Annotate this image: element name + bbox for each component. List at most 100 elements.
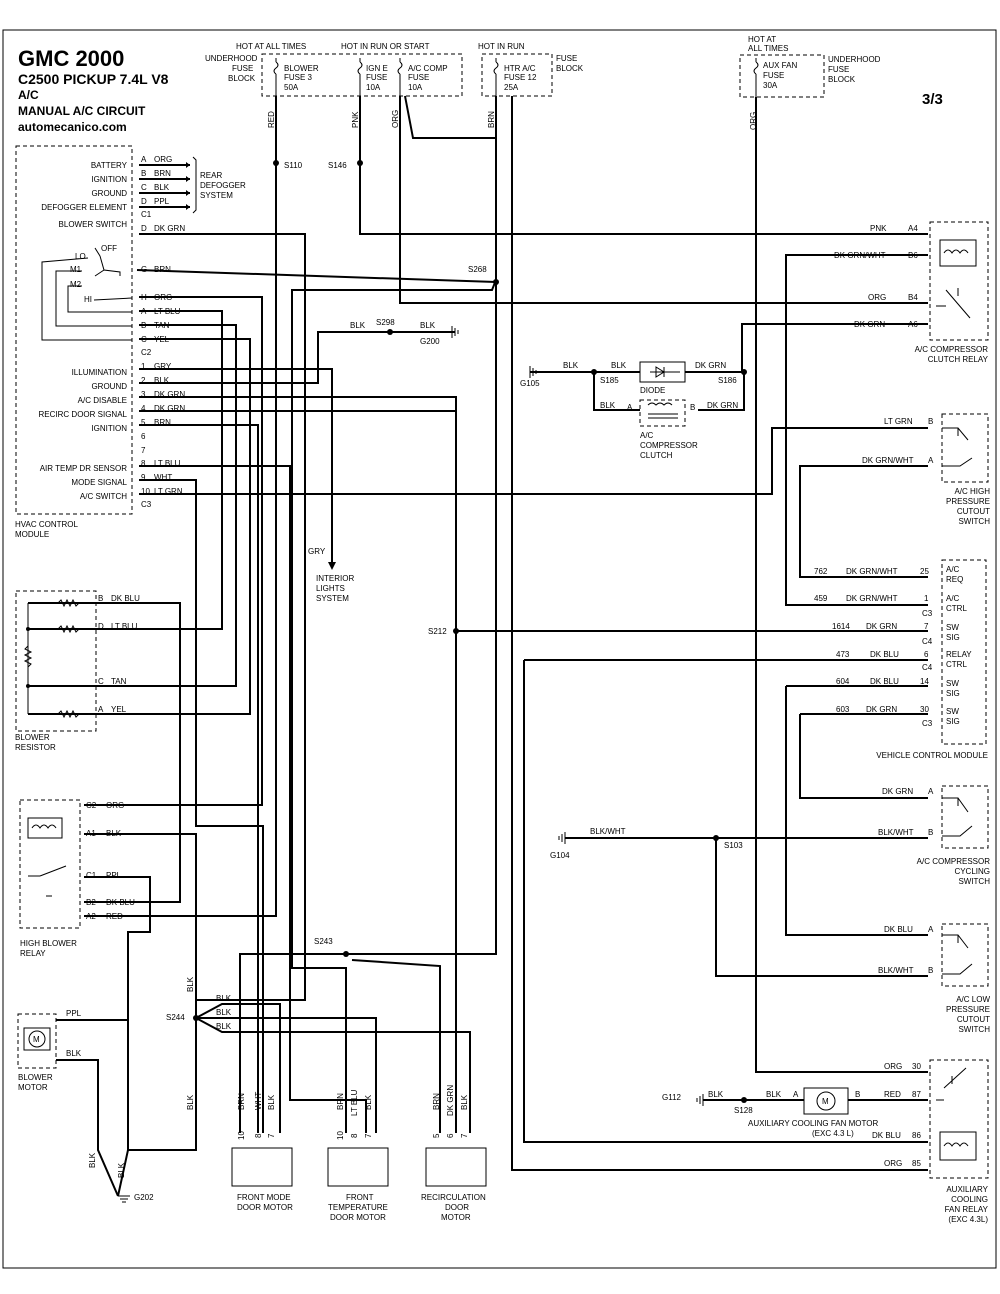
switch-lo: LO [75,252,86,261]
c3-pin-6: 6 [141,432,146,441]
s268-label: S268 [468,265,487,274]
fan-relay-pin-86: 86 [912,1131,921,1140]
diode-label: DIODE [640,386,665,395]
s185-wire-blk: BLK [611,361,627,370]
ground-symbols [118,326,704,1203]
circuit-name: MANUAL A/C CIRCUIT [18,104,146,118]
hbr-pin-c1: C1 [86,871,97,880]
recirc-pin-6: 6 [446,1133,455,1138]
cycling-wire-dkgrn: DK GRN [882,787,913,796]
recirc-pin-7: 7 [460,1133,469,1138]
hbr-name-1: HIGH BLOWER [20,939,77,948]
c2-wire-org: ORG [154,293,172,302]
temp-pin-7: 7 [364,1133,373,1138]
relay-wire-org: ORG [868,293,886,302]
hvac-c3: ILLUMINATION GROUND A/C DISABLE RECIRC D… [39,362,186,509]
rear-defogger-1: REAR [200,171,222,180]
aux-block-label-2: FUSE [828,65,849,74]
vcm-circuit-603: 603 [836,705,850,714]
mode-pin-10: 10 [237,1131,246,1140]
c2-wire-yel: YEL [154,335,170,344]
system-name: A/C [18,88,39,102]
c2-wire-dkgrn: DK GRN [154,224,185,233]
clutch-label-2: COMPRESSOR [640,441,698,450]
vcm-name: VEHICLE CONTROL MODULE [876,751,988,760]
hp-pin-b: B [928,417,933,426]
relay-pin-a6: A6 [908,320,918,329]
vcm-pin-7: 7 [924,622,929,631]
compressor-cycling-switch: DK GRN A BLK/WHT B A/C COMPRESSOR CYCLIN… [878,785,990,886]
recirc-door-name-1: RECIRCULATION [421,1193,486,1202]
lp-name-1: A/C LOW [956,995,990,1004]
fan-motor-name-2: (EXC 4.3 L) [812,1129,854,1138]
cycling-pin-a: A [928,787,934,796]
aux-wire-org-label: ORG [749,112,758,130]
mode-door-name-1: FRONT MODE [237,1193,291,1202]
vcm-pin-1: 1 [924,594,929,603]
clutch-wire-dkgrn: DK GRN [707,401,738,410]
c1-wire-ppl: PPL [154,197,170,206]
fuse-block-left-1: UNDERHOOD [205,54,258,63]
wire-org-label: ORG [391,110,400,128]
c3-pin-3: 3 [141,390,146,399]
c3-wire-wht: WHT [154,473,172,482]
hot-run-start: HOT IN RUN OR START [341,42,430,51]
clutch-relay-name-1: A/C COMPRESSOR [915,345,989,354]
compressor-clutch: A B A/C COMPRESSOR CLUTCH [627,399,698,460]
aux-fuse-block: HOT AT ALL TIMES AUX FAN FUSE 30A UNDERH… [739,35,881,130]
blower-motor-name-1: BLOWER [18,1073,53,1082]
lp-name-4: SWITCH [958,1025,990,1034]
cycling-name-3: SWITCH [958,877,990,886]
ac-comp-fuse-label: A/C COMP [408,64,448,73]
wires [28,95,928,1197]
g105-label: G105 [520,379,540,388]
c3-pin-1: 1 [141,362,146,371]
hp-name-2: PRESSURE [946,497,990,506]
c1-ground: GROUND [91,189,127,198]
ac-comp-fuse-number: FUSE [408,73,429,82]
g112-label: G112 [662,1093,682,1102]
blower-wire-blk: BLK [66,1049,82,1058]
switch-m2: M2 [70,280,82,289]
diode: DIODE [639,361,686,395]
c2-connector: C2 [141,348,152,357]
title: GMC 2000 [18,46,124,71]
vcm-label-swsig3-2: SIG [946,717,960,726]
s244-vert-blk-top: BLK [186,976,195,992]
c1-pin-b: B [141,169,146,178]
resistor-pin-b: B [98,594,103,603]
g202-wire-blk-left: BLK [88,1152,97,1168]
resistor-pin-c: C [98,677,104,686]
s186-label: S186 [718,376,737,385]
temp-wire-brn: BRN [336,1093,345,1110]
resistor-name-1: BLOWER [15,733,50,742]
aux-fan-fuse-label: AUX FAN [763,61,797,70]
aux-block-label-1: UNDERHOOD [828,55,881,64]
temp-door-name-1: FRONT [346,1193,374,1202]
mode-wire-blk: BLK [267,1094,276,1110]
clutch-relay-name-2: CLUTCH RELAY [928,355,989,364]
low-pressure-cutout-switch: DK BLU A BLK/WHT B A/C LOW PRESSURE CUTO… [878,923,990,1034]
c3-pin-9: 9 [141,473,146,482]
hp-wire-dkgrnwht: DK GRN/WHT [862,456,914,465]
c3-air-temp: AIR TEMP DR SENSOR [40,464,128,473]
clutch-pin-a: A [627,403,633,412]
blower-fuse-number: FUSE 3 [284,73,313,82]
recirc-door-name-3: MOTOR [441,1213,471,1222]
vcm-wire-604: DK BLU [870,677,899,686]
c3-illumination: ILLUMINATION [72,368,128,377]
s243-label: S243 [314,937,333,946]
s146-label: S146 [328,161,347,170]
c3-ac-switch: A/C SWITCH [80,492,127,501]
vcm-label-acctrl-1: A/C [946,594,960,603]
c3-wire-dkgrn-4: DK GRN [154,404,185,413]
s244-wire-blk-1: BLK [216,994,232,1003]
c1-connector: C1 [141,210,152,219]
htr-ac-fuse-label: HTR A/C [504,64,536,73]
blower-resistor: B DK BLU D LT BLU C TAN A YEL BLOWER RES… [15,590,140,752]
c3-pin-5: 5 [141,418,146,427]
c2-pin-g: G [141,265,147,274]
c3-wire-ltblu: LT BLU [154,459,181,468]
resistor-wire-yel: YEL [111,705,127,714]
